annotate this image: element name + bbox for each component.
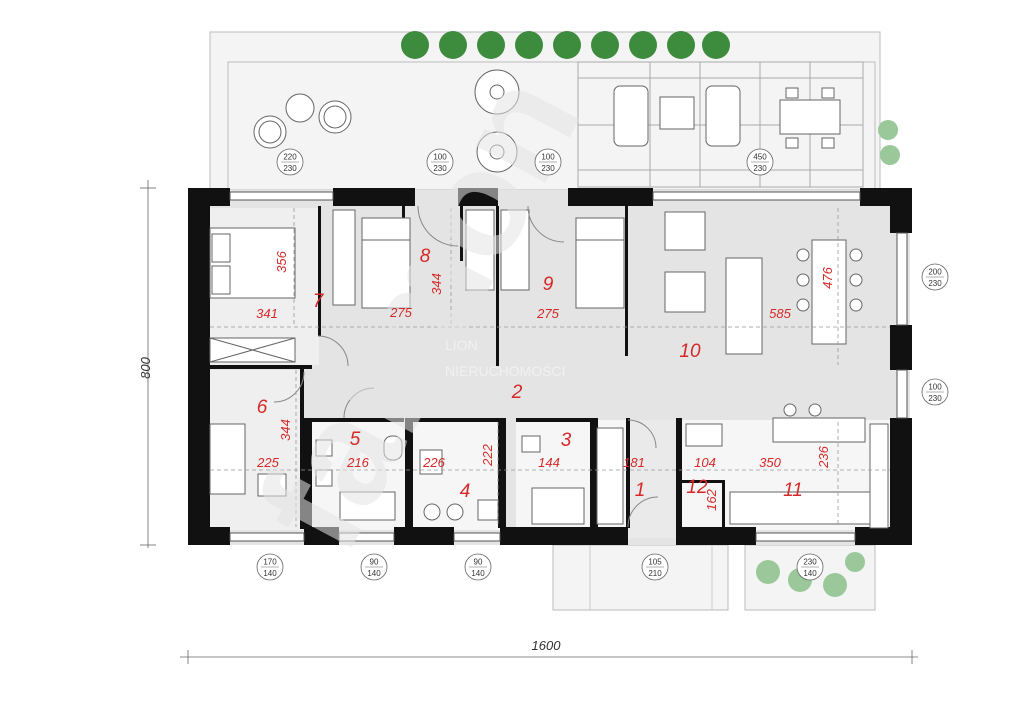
window-width: 230 <box>803 558 817 567</box>
room-number: 7 <box>313 291 325 312</box>
dimension-value: 225 <box>256 455 279 470</box>
room-number: 12 <box>686 477 708 498</box>
watermark-sub-1: LION <box>445 337 478 353</box>
window-width: 100 <box>541 153 555 162</box>
dimension-value: 1600 <box>532 638 562 653</box>
room-number: 1 <box>635 480 646 501</box>
window-height: 230 <box>541 164 555 173</box>
dimension-value: 144 <box>538 455 560 470</box>
dimension-value: 104 <box>694 455 716 470</box>
room-number: 9 <box>543 274 554 295</box>
window-width: 220 <box>283 153 297 162</box>
room-number: 3 <box>561 430 572 451</box>
dimension-value: 226 <box>422 455 445 470</box>
window-openings <box>229 191 908 542</box>
room-number: 10 <box>679 341 701 362</box>
room-number: 8 <box>420 246 431 267</box>
dimension-value: 222 <box>480 443 495 466</box>
window-height: 140 <box>803 569 817 578</box>
window-width: 105 <box>648 558 662 567</box>
dimension-value: 181 <box>623 455 645 470</box>
room-number: 5 <box>350 429 361 450</box>
window-height: 230 <box>283 164 297 173</box>
room-number: 4 <box>460 481 471 502</box>
window-height: 140 <box>263 569 277 578</box>
watermark-sub-2: NIERUCHOMOŚCI <box>445 362 566 379</box>
dimension-value: 585 <box>769 306 791 321</box>
window-width: 200 <box>928 268 942 277</box>
window-width: 90 <box>474 558 483 567</box>
room-number: 2 <box>511 382 523 403</box>
window-width: 90 <box>370 558 379 567</box>
window-height: 230 <box>928 279 942 288</box>
window-labels: 2202301002301002304502302002301002301701… <box>256 148 949 581</box>
overall-dimension-lines <box>140 180 918 664</box>
dimension-value: 350 <box>759 455 781 470</box>
terrace-furniture <box>253 69 841 173</box>
room-number: 6 <box>257 397 268 418</box>
window-width: 450 <box>753 153 767 162</box>
dimension-value: 275 <box>536 306 559 321</box>
dimension-value: 275 <box>389 305 412 320</box>
window-width: 100 <box>928 383 942 392</box>
dimension-value: 341 <box>256 306 278 321</box>
dimension-value: 162 <box>704 488 719 510</box>
window-height: 140 <box>367 569 381 578</box>
furniture <box>209 209 889 529</box>
dimension-value: 476 <box>820 266 835 288</box>
window-width: 170 <box>263 558 277 567</box>
dimension-value: 344 <box>429 273 444 295</box>
dimension-value: 800 <box>138 356 153 378</box>
dimension-value: 356 <box>274 250 289 272</box>
dimension-value: 344 <box>278 419 293 441</box>
window-height: 230 <box>433 164 447 173</box>
dimension-lines <box>210 208 890 527</box>
window-height: 230 <box>753 164 767 173</box>
room-number: 11 <box>783 480 803 501</box>
dimension-value: 216 <box>346 455 369 470</box>
window-height: 210 <box>648 569 662 578</box>
window-height: 230 <box>928 394 942 403</box>
window-height: 140 <box>471 569 485 578</box>
dimension-value: 236 <box>816 445 831 468</box>
window-width: 100 <box>433 153 447 162</box>
